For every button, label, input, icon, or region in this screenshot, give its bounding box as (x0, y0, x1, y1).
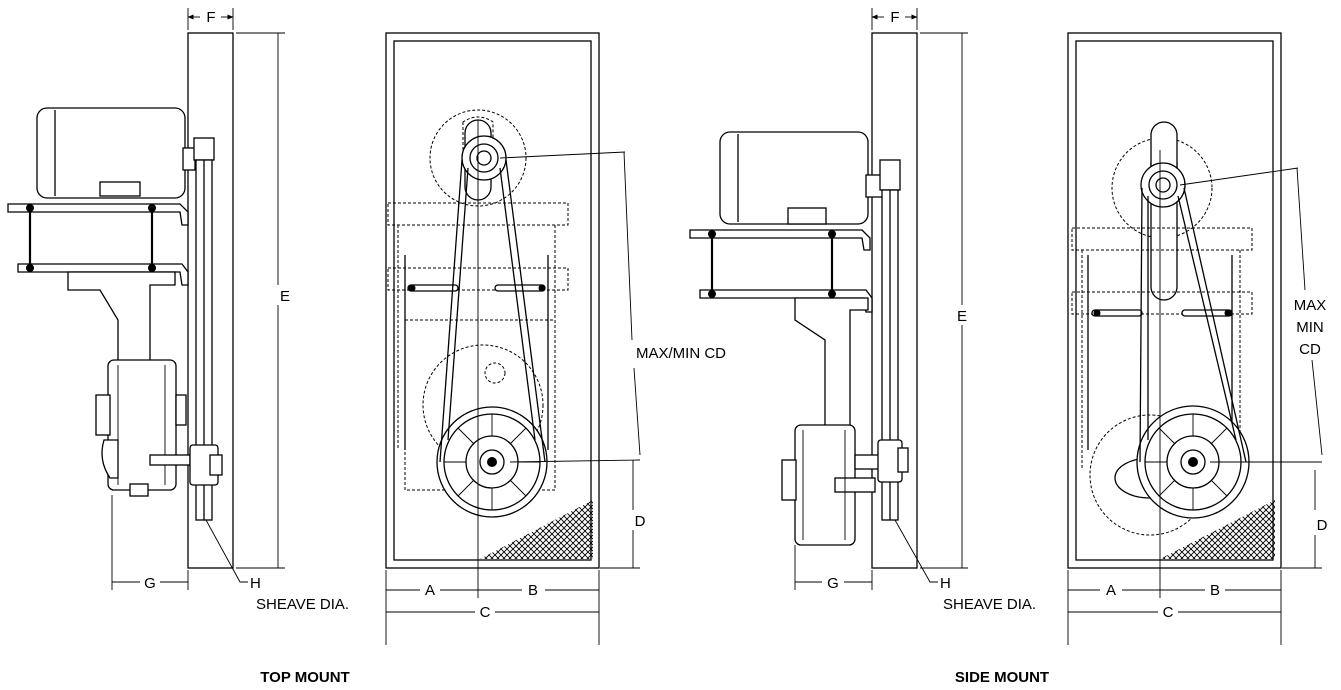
label-cd-min: MIN (1296, 319, 1324, 336)
label-b: B (1210, 582, 1220, 599)
label-b: B (528, 582, 538, 599)
hatched-area (480, 500, 593, 559)
label-cd-max: MAX (1294, 297, 1327, 314)
title-side-mount: SIDE MOUNT (955, 669, 1049, 686)
label-e: E (280, 288, 290, 305)
front-frame-inner (393, 40, 592, 561)
side-mount-front-view (1067, 32, 1323, 645)
label-cd: MAX/MIN CD (636, 345, 726, 362)
gear-reducer (781, 424, 886, 546)
mounting-plates (7, 203, 189, 286)
label-sheave-dia: SHEAVE DIA. (943, 596, 1036, 613)
dim-e (920, 32, 968, 569)
label-d: D (1317, 517, 1328, 534)
hatched-area (1160, 500, 1275, 559)
title-top-mount: TOP MOUNT (260, 669, 349, 686)
label-f: F (206, 9, 215, 26)
label-sheave-dia: SHEAVE DIA. (256, 596, 349, 613)
top-mount-front-view (385, 32, 641, 645)
dim-f (871, 8, 918, 30)
leader-h (894, 519, 938, 583)
dim-e (236, 32, 285, 569)
label-a: A (425, 582, 435, 599)
label-g: G (144, 575, 156, 592)
gear-reducer (95, 359, 191, 497)
front-frame-inner (1075, 40, 1274, 561)
belt-sheave (189, 137, 223, 521)
motor (719, 131, 885, 225)
label-c: C (480, 604, 491, 621)
top-mount-side-view: F E G H SHEAVE DIA. (7, 8, 349, 613)
dim-g (111, 495, 189, 590)
label-e: E (957, 308, 967, 325)
dim-g (794, 545, 873, 590)
label-d: D (635, 513, 646, 530)
label-h: H (250, 575, 261, 592)
dim-f (187, 8, 234, 30)
label-h: H (940, 575, 951, 592)
label-a: A (1106, 582, 1116, 599)
label-f: F (890, 9, 899, 26)
motor (36, 107, 196, 199)
label-cd: CD (1299, 341, 1321, 358)
mounting-plates (689, 229, 873, 313)
leader-h (205, 519, 248, 583)
label-g: G (827, 575, 839, 592)
label-c: C (1163, 604, 1174, 621)
belt-sheave (877, 159, 909, 521)
side-mount-side-view: F E G H SHEAVE DIA. (689, 8, 1036, 613)
